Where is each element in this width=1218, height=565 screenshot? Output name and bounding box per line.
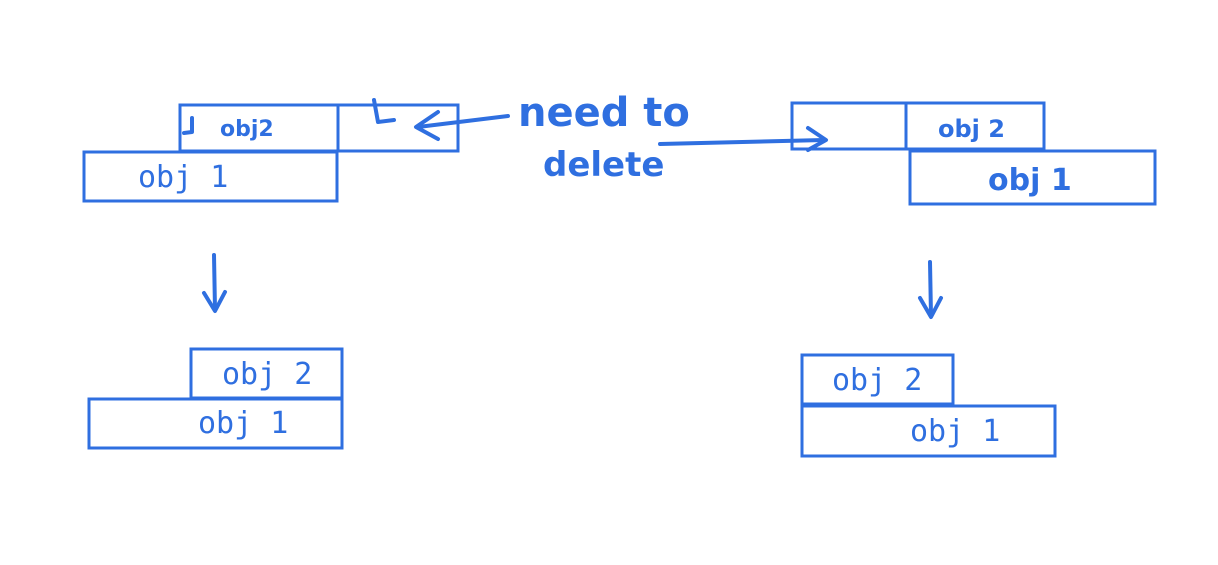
left-down-arrow — [202, 253, 227, 313]
right-before-stack: obj 2 obj 1 — [790, 101, 1157, 206]
left-after-stack: obj 2 obj 1 — [87, 347, 344, 450]
left-before-l-mark — [372, 98, 396, 124]
right-before-obj2-label: obj 2 — [938, 115, 1005, 143]
arrow-to-left-overflow-head — [414, 110, 440, 141]
left-before-obj1-label: obj 1 — [138, 160, 228, 195]
left-before-obj2-label: obj2 — [220, 117, 274, 142]
right-after-obj2-label: obj 2 — [832, 363, 922, 398]
left-after-obj1-box — [87, 397, 344, 450]
delete-note: need to delete — [414, 90, 828, 185]
left-before-stack: obj2 obj 1 — [82, 98, 460, 203]
right-before-obj2-box — [904, 101, 1046, 151]
arrow-to-right-overflow-head — [806, 126, 828, 152]
right-down-arrow — [918, 260, 943, 319]
note-line1: need to — [518, 90, 690, 136]
right-after-obj2-box — [800, 353, 955, 406]
left-before-tick-mark — [182, 116, 194, 135]
right-before-obj1-label: obj 1 — [988, 163, 1072, 198]
arrow-to-right-overflow — [658, 138, 826, 146]
right-after-obj1-label: obj 1 — [910, 414, 1000, 449]
left-after-obj1-label: obj 1 — [198, 406, 288, 441]
arrow-to-left-overflow — [416, 114, 510, 129]
right-before-obj1-box — [908, 149, 1157, 206]
left-before-overflow-box — [336, 103, 460, 153]
right-after-obj1-box — [800, 404, 1057, 458]
note-line2: delete — [543, 145, 664, 185]
left-after-obj2-label: obj 2 — [222, 357, 312, 392]
right-after-stack: obj 2 obj 1 — [800, 353, 1057, 458]
left-before-obj1-box — [82, 150, 339, 203]
